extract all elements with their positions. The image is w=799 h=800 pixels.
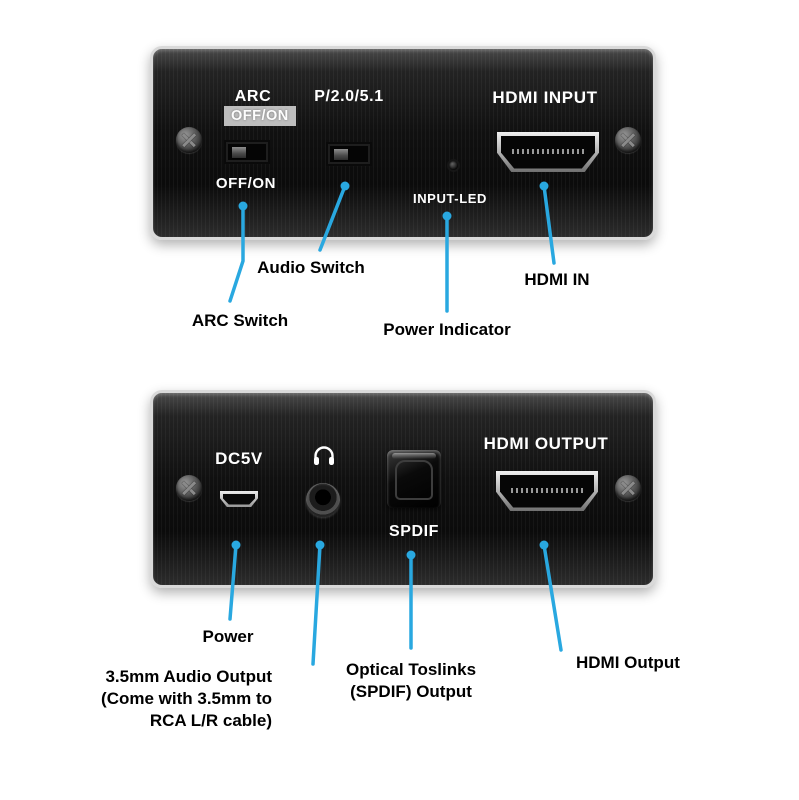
arc-label: ARC (234, 88, 272, 105)
hdmi-port-opening (500, 474, 594, 508)
device-front-panel: ARC OFF/ON OFF/ON P/2.0/5.1 INPUT-LED HD… (150, 46, 656, 240)
hdmi-input-port (497, 132, 599, 172)
audio-switch (328, 144, 370, 164)
micro-usb-opening (223, 493, 255, 505)
micro-usb-power-port (220, 491, 258, 507)
hdmi-input-label: HDMI INPUT (492, 88, 598, 107)
audio-output-callout-line3: RCA L/R cable) (149, 711, 272, 730)
optical-callout: Optical Toslinks (SPDIF) Output (321, 659, 501, 703)
hdmi-port-opening (501, 135, 595, 169)
switch-knob (232, 146, 246, 158)
audio-jack-3-5mm-port (306, 483, 340, 517)
audio-mode-label: P/2.0/5.1 (314, 88, 384, 105)
hdmi-output-port (496, 471, 598, 511)
screw-icon (176, 475, 202, 501)
optical-callout-line2: (SPDIF) Output (350, 682, 472, 701)
spdif-label: SPDIF (388, 523, 440, 540)
arc-switch-callout: ARC Switch (191, 311, 289, 330)
screw-icon (615, 475, 641, 501)
arc-state-label: OFF/ON (224, 106, 296, 126)
hdmi-pins (512, 148, 584, 154)
audio-switch-callout: Audio Switch (257, 258, 365, 277)
audio-output-callout-line1: 3.5mm Audio Output (105, 667, 272, 686)
toslink-spdif-port (387, 450, 441, 508)
optical-callout-line1: Optical Toslinks (345, 660, 477, 679)
power-led-icon (449, 161, 458, 170)
switch-knob (334, 148, 348, 160)
audio-output-callout-line2: (Come with 3.5mm to (101, 689, 272, 708)
arc-switch-offon-label: OFF/ON (215, 175, 277, 192)
headphone-icon (314, 446, 334, 465)
arc-switch (226, 142, 268, 162)
input-led-label: INPUT-LED (412, 191, 487, 206)
hdmi-in-callout: HDMI IN (524, 270, 590, 289)
audio-output-callout: 3.5mm Audio Output (Come with 3.5mm to R… (40, 666, 272, 732)
dc5v-label: DC5V (215, 449, 263, 468)
hdmi-output-callout: HDMI Output (576, 653, 680, 672)
screw-icon (176, 127, 202, 153)
hdmi-output-label: HDMI OUTPUT (483, 434, 609, 453)
hdmi-pins (511, 487, 583, 493)
power-indicator-callout: Power Indicator (383, 320, 511, 339)
power-callout: Power (202, 627, 254, 646)
screw-icon (615, 127, 641, 153)
device-rear-panel: DC5V SPDIF HDMI OUTPUT (150, 390, 656, 588)
